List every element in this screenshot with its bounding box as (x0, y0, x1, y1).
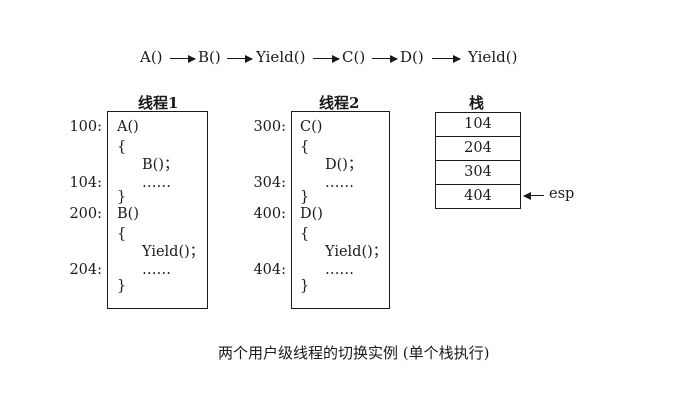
seq-arrow (432, 53, 461, 65)
stack-cell: 204 (435, 136, 521, 161)
seq-item-b: B() (198, 48, 221, 66)
address-label: 100: (69, 119, 102, 135)
code-line: D() (300, 206, 323, 222)
code-line: B() (117, 206, 139, 222)
code-line: A() (117, 119, 139, 135)
code-line: …… (142, 175, 171, 191)
seq-arrow (170, 53, 196, 65)
thread2-box (291, 111, 390, 309)
code-line: …… (142, 262, 171, 278)
code-line: } (117, 278, 127, 294)
address-label: 300: (253, 119, 286, 135)
esp-label: esp (549, 186, 575, 202)
code-line: Yield()； (142, 244, 205, 260)
code-line: { (300, 226, 310, 242)
stack-cell: 104 (435, 112, 521, 137)
code-line: } (300, 189, 310, 205)
code-line: { (300, 139, 310, 155)
code-line: …… (325, 262, 354, 278)
code-line: { (117, 226, 127, 242)
code-line: } (117, 189, 127, 205)
address-label: 200: (69, 206, 102, 222)
stack-title: 栈 (469, 94, 485, 112)
stack-cell: 404 (435, 184, 521, 209)
figure-caption: 两个用户级线程的切换实例 (单个栈执行) (218, 344, 490, 362)
address-label: 404: (253, 262, 286, 278)
seq-arrow (313, 53, 340, 65)
seq-item-yield: Yield() (256, 48, 306, 66)
code-line: Yield()； (325, 244, 388, 260)
address-label: 104: (69, 175, 102, 191)
code-line: D()； (325, 157, 363, 173)
code-line: B()； (142, 157, 179, 173)
address-label: 400: (253, 206, 286, 222)
seq-item-a: A() (140, 48, 163, 66)
esp-arrow (524, 195, 544, 197)
code-line: { (117, 139, 127, 155)
seq-arrow (227, 53, 253, 65)
stack-cell: 304 (435, 160, 521, 185)
seq-item-d: D() (400, 48, 424, 66)
code-line: …… (325, 175, 354, 191)
code-line: } (300, 278, 310, 294)
thread2-title: 线程2 (319, 94, 360, 112)
address-label: 304: (253, 175, 286, 191)
seq-item-yield: Yield() (468, 48, 518, 66)
address-label: 204: (69, 262, 102, 278)
code-line: C() (300, 119, 323, 135)
seq-arrow (372, 53, 398, 65)
thread1-title: 线程1 (138, 94, 179, 112)
seq-item-c: C() (342, 48, 366, 66)
thread1-box (107, 111, 208, 309)
